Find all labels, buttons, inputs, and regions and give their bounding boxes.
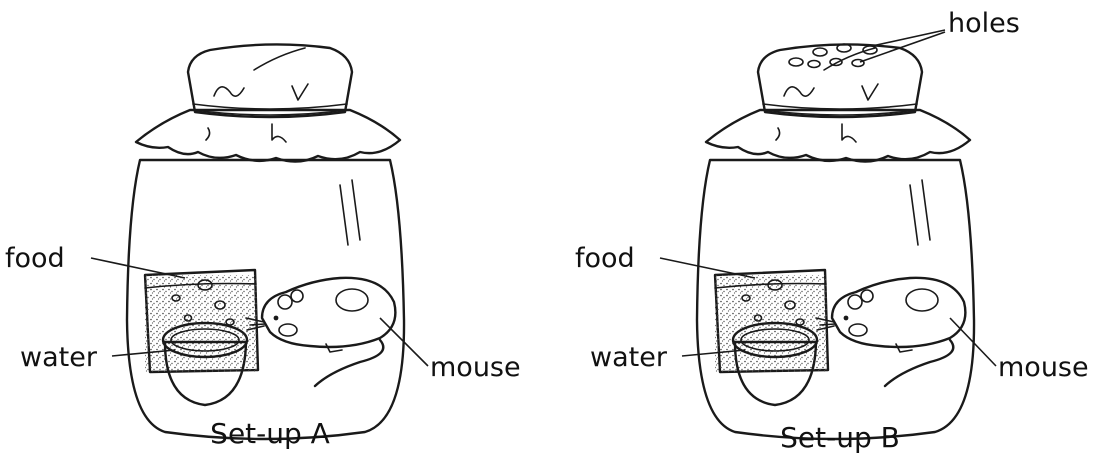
setup-a-panel: food water mouse Set-up A xyxy=(5,44,521,450)
setup-a-mouse-label: mouse xyxy=(430,352,521,383)
setup-b-food-leader xyxy=(660,258,755,278)
setup-b-caption: Set-up B xyxy=(780,421,900,454)
setup-b-panel: holes food water mouse Set-up B xyxy=(575,8,1089,454)
setup-a-food-label: food xyxy=(5,243,65,274)
setup-a-food-leader xyxy=(91,258,185,278)
setup-b-jar xyxy=(697,44,974,439)
setup-b-food-label: food xyxy=(575,243,635,274)
setup-b-holes-label: holes xyxy=(948,8,1020,39)
setup-b-mouse-label: mouse xyxy=(998,352,1089,383)
setup-a-caption: Set-up A xyxy=(210,417,330,450)
setup-a-water-label: water xyxy=(20,342,98,373)
setup-b-holes-leader-1 xyxy=(872,30,945,46)
setup-a-jar xyxy=(127,44,404,439)
setup-b-water-label: water xyxy=(590,342,668,373)
